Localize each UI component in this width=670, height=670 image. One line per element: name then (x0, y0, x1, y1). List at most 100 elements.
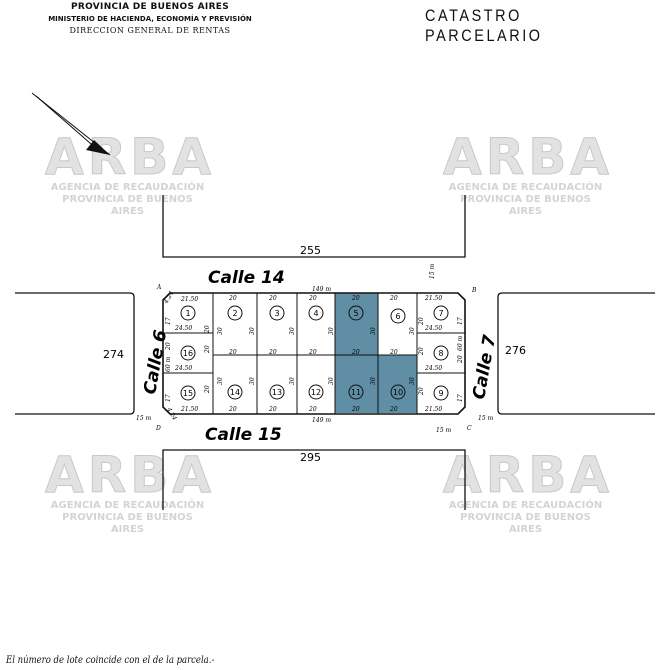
dimension-label: 20 (457, 355, 464, 364)
lot-circle (180, 305, 196, 321)
watermark-brand: ARBA (443, 128, 614, 186)
lot-circle (308, 384, 324, 400)
lot-number: 8 (438, 349, 443, 358)
lot-14[interactable]: 14 (227, 384, 243, 400)
lot-circle (433, 305, 449, 321)
dimension-label: 20 (228, 406, 237, 413)
lot-7[interactable]: 7 (433, 305, 449, 321)
lot-number: 12 (311, 388, 321, 397)
dimension-label: 20 (418, 387, 425, 396)
watermark-brand: ARBA (45, 128, 216, 186)
dimension-label: 20 (268, 349, 277, 356)
lot-5[interactable]: 5 (348, 305, 364, 321)
lot-15[interactable]: 15 (180, 385, 196, 401)
dimension-label: 30 (249, 377, 256, 385)
lot-16[interactable]: 16 (180, 345, 196, 361)
watermark-line2: PROVINCIA DE BUENOS AIRES (460, 512, 591, 535)
lot-circle (348, 305, 364, 321)
lot-number: 2 (232, 309, 237, 318)
footnote: El número de lote coincide con el de la … (6, 655, 215, 666)
dimension-label: 30 (328, 377, 335, 385)
lot-3[interactable]: 3 (269, 305, 285, 321)
watermark-brand: ARBA (45, 446, 216, 504)
dimension-label: 21.50 (180, 406, 198, 413)
lot-10[interactable]: 10 (390, 384, 406, 400)
dimension-label: 30 (370, 327, 377, 335)
lot-number: 9 (438, 389, 443, 398)
dimension-label: 20 (351, 406, 360, 413)
dimension-label: 20 (204, 325, 211, 334)
block-number-left: 274 (103, 348, 124, 361)
watermark-line2: PROVINCIA DE BUENOS AIRES (62, 194, 193, 217)
dimension-label: 20 (228, 349, 237, 356)
ministry-name: MINISTERIO DE HACIENDA, ECONOMÍA Y PREVI… (48, 15, 252, 23)
dimension-label: 20 (268, 295, 277, 302)
lot-circle (348, 384, 364, 400)
lot-circle (308, 305, 324, 321)
dimension-label: 30 (328, 327, 335, 335)
dimension-label: 30 (289, 327, 296, 335)
dimension-label: 30 (409, 327, 416, 335)
lot-number: 15 (183, 389, 193, 398)
dimension-label: 20 (418, 317, 425, 326)
ochava-bottom: 15 m (436, 427, 452, 434)
block-number-top: 255 (300, 244, 321, 257)
dimension-label: 21.50 (424, 406, 442, 413)
dimension-label: 17 (457, 317, 464, 325)
block-number-bottom: 295 (300, 451, 321, 464)
lot-number: 4 (313, 309, 318, 318)
dimension-label: 24.50 (174, 365, 192, 372)
dimension-label: 20 (204, 385, 211, 394)
dimension-label: 20 (308, 406, 317, 413)
dimension-label: 24.50 (424, 325, 442, 332)
lot-1[interactable]: 1 (180, 305, 196, 321)
watermark-line1: AGENCIA DE RECAUDACIÓN (448, 182, 603, 193)
lot-number: 13 (272, 388, 282, 397)
lot-number: 7 (438, 309, 443, 318)
dimension-label: 17 (457, 394, 464, 402)
watermark-line1: AGENCIA DE RECAUDACIÓN (50, 182, 205, 193)
dimension-label: 20 (389, 349, 398, 356)
dimension-label: 24.50 (424, 365, 442, 372)
dimension-label: 30 (217, 377, 224, 385)
lot-13[interactable]: 13 (269, 384, 285, 400)
dimension-label: 20 (351, 349, 360, 356)
watermark-line2: PROVINCIA DE BUENOS AIRES (460, 194, 591, 217)
corner-c: C (467, 425, 472, 432)
lot-2[interactable]: 2 (227, 305, 243, 321)
lot-8[interactable]: 8 (433, 345, 449, 361)
dimension-label: 20 (389, 406, 398, 413)
dimension-label: 20 (308, 349, 317, 356)
lot-number: 16 (183, 349, 193, 358)
lot-4[interactable]: 4 (308, 305, 324, 321)
lot-circle (269, 305, 285, 321)
lot-number: 14 (230, 388, 240, 397)
lot-circle (390, 308, 406, 324)
dimension-label: 24.50 (174, 325, 192, 332)
lot-11[interactable]: 11 (348, 384, 364, 400)
lot-6[interactable]: 6 (390, 308, 406, 324)
lot-12[interactable]: 12 (308, 384, 324, 400)
lot-number: 5 (353, 309, 358, 318)
parcel-highlight-5-11 (335, 293, 378, 413)
dimension-label: 20 (268, 406, 277, 413)
lot-circle (269, 384, 285, 400)
watermark-brand: ARBA (443, 446, 614, 504)
frontage-bottom: 149 m (312, 417, 331, 424)
lot-9[interactable]: 9 (433, 385, 449, 401)
lot-number: 1 (185, 309, 190, 318)
street-label-bottom: Calle 15 (205, 425, 282, 445)
lot-circle (180, 385, 196, 401)
lot-circle (390, 384, 406, 400)
dimension-label: 30 (289, 377, 296, 385)
dimension-label: 20 (204, 345, 211, 354)
directorate-name: DIRECCION GENERAL DE RENTAS (69, 26, 231, 35)
province-name: PROVINCIA DE BUENOS AIRES (70, 2, 230, 12)
adjacent-block-outlines (15, 195, 655, 510)
ochava-right: 15 m (478, 415, 494, 422)
